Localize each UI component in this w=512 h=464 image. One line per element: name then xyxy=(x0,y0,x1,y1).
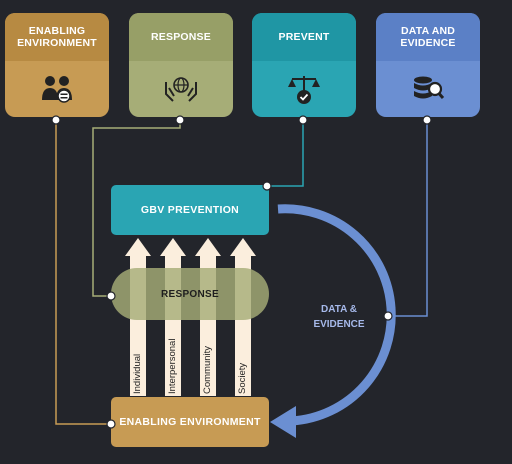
gbv-prevention-label: GBV PREVENTION xyxy=(140,204,240,216)
enabling-environment-label: ENABLING ENVIRONMENT xyxy=(119,416,261,428)
arc-arrowhead xyxy=(270,406,296,438)
data-evidence-line2: EVIDENCE xyxy=(313,319,365,330)
scales-check-icon xyxy=(288,76,320,104)
gbv-prevention-box: GBV PREVENTION xyxy=(111,185,269,235)
response-label: RESPONSE xyxy=(161,288,219,300)
card-title: PREVENT xyxy=(252,13,356,61)
card-title: RESPONSE xyxy=(129,13,233,61)
globe-hands-icon xyxy=(165,77,197,102)
card-data-and-evidence: DATA AND EVIDENCE xyxy=(376,13,480,117)
level-label-individual: Individual xyxy=(132,353,143,394)
people-equality-icon xyxy=(42,76,72,103)
card-response: RESPONSE xyxy=(129,13,233,117)
connector-response xyxy=(92,120,181,297)
data-evidence-arc xyxy=(277,204,396,426)
card-prevent: PREVENT xyxy=(252,13,356,117)
enabling-environment-box: ENABLING ENVIRONMENT xyxy=(111,397,269,447)
data-evidence-label: DATA & EVIDENCE xyxy=(308,302,370,332)
card-title: ENABLING ENVIRONMENT xyxy=(5,13,109,61)
card-title: DATA AND EVIDENCE xyxy=(376,13,480,61)
connector-prevent xyxy=(267,120,304,187)
connector-enabling xyxy=(55,120,111,425)
database-search-icon xyxy=(414,76,445,99)
level-label-society: Society xyxy=(237,362,248,394)
level-label-community: Community xyxy=(202,345,213,394)
data-evidence-line1: DATA & xyxy=(321,304,357,315)
response-pill: RESPONSE xyxy=(111,268,269,320)
level-label-interpersonal: Interpersonal xyxy=(167,338,178,394)
card-enabling-environment: ENABLING ENVIRONMENT xyxy=(5,13,109,117)
connector-data xyxy=(388,120,428,317)
